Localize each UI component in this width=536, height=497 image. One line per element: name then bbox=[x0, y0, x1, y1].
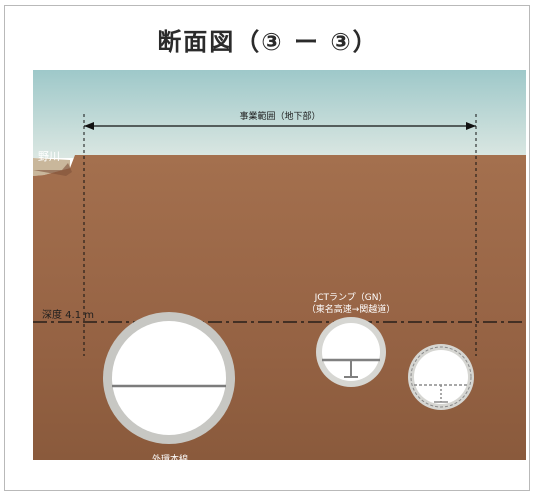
ground-area-main bbox=[33, 155, 526, 460]
depth-label: 深度 4.1 m bbox=[42, 308, 94, 321]
main-line-label-1: 外環本線 bbox=[152, 453, 188, 465]
figure-title: 断面図（③ ー ③） bbox=[157, 28, 379, 56]
river-bank bbox=[33, 163, 72, 176]
main-line-label-2: （至 東名高速） bbox=[137, 465, 203, 477]
river-label: 野川 bbox=[38, 150, 60, 163]
jct-ramp-label-2: （東名高速→関越道） bbox=[307, 303, 396, 315]
planned-tunnel bbox=[408, 344, 474, 410]
main-line-tunnel bbox=[103, 312, 235, 444]
jct-ramp-tunnel bbox=[316, 317, 386, 387]
project-range-label: 事業範囲（地下部） bbox=[239, 110, 320, 122]
jct-ramp-label-1: JCTランプ（GN） bbox=[314, 292, 388, 303]
project-range-dimension bbox=[83, 114, 477, 356]
sky-band bbox=[33, 70, 526, 158]
